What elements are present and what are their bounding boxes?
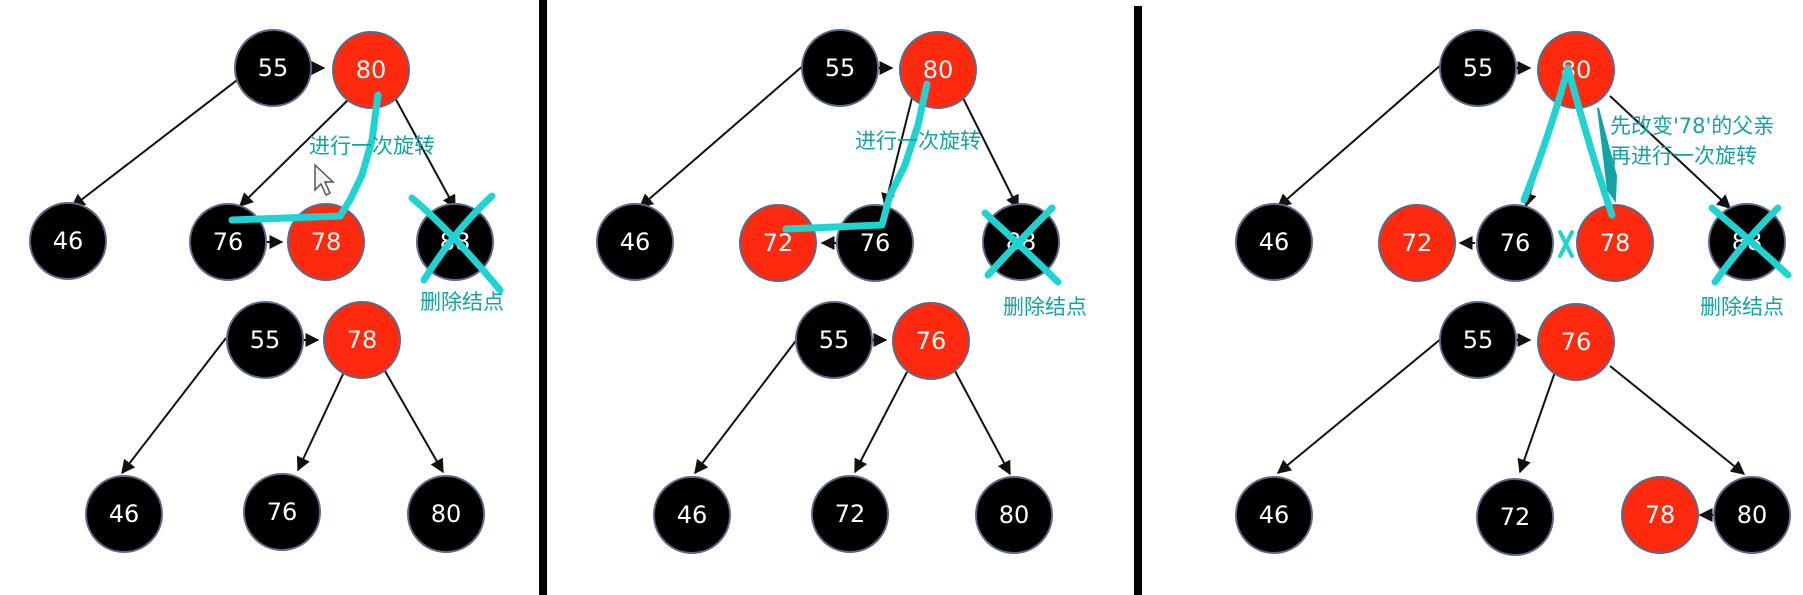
node: 80 (407, 475, 485, 553)
node: 55 (226, 301, 304, 379)
svg-text:80: 80 (923, 56, 954, 84)
rotation-note: 进行一次旋转 (855, 129, 981, 153)
node: 46 (29, 202, 107, 280)
node: 78 (1621, 476, 1699, 554)
svg-text:46: 46 (1259, 501, 1290, 529)
svg-text:80: 80 (1737, 501, 1768, 529)
node: 55 (234, 29, 312, 107)
node: 46 (653, 476, 731, 554)
panel-1: 55 80 46 76 78 88 进行一次旋转 删除结点 55 78 46 7… (29, 29, 504, 553)
node: 76 (1537, 303, 1615, 381)
node: 76 (243, 473, 321, 551)
svg-text:72: 72 (1500, 503, 1531, 531)
svg-text:78: 78 (347, 326, 378, 354)
rotation-note: 进行一次旋转 (309, 134, 435, 158)
node: 46 (1235, 476, 1313, 554)
svg-text:55: 55 (819, 326, 850, 354)
node: 80 (899, 31, 977, 109)
node: 76 (1476, 204, 1554, 282)
svg-text:80: 80 (999, 501, 1030, 529)
svg-text:72: 72 (1402, 229, 1433, 257)
node: 55 (1439, 29, 1517, 107)
svg-text:78: 78 (1600, 229, 1631, 257)
node: 55 (801, 29, 879, 107)
svg-text:78: 78 (1645, 501, 1676, 529)
delete-cross (1708, 204, 1792, 286)
node: 78 (287, 203, 365, 281)
node: 72 (739, 204, 817, 282)
svg-text:55: 55 (825, 54, 856, 82)
mouse-cursor-icon (314, 163, 335, 197)
svg-text:76: 76 (213, 228, 244, 256)
node: 72 (1378, 204, 1456, 282)
parent-change-note: 先改变'78'的父亲 (1610, 114, 1774, 138)
node: 80 (975, 476, 1053, 554)
svg-text:80: 80 (431, 500, 462, 528)
delete-note: 删除结点 (1700, 295, 1784, 319)
delete-note: 删除结点 (1003, 295, 1087, 319)
svg-text:55: 55 (258, 54, 289, 82)
node: 76 (189, 203, 267, 281)
svg-text:55: 55 (1463, 326, 1494, 354)
svg-text:80: 80 (356, 56, 387, 84)
rotation-note: 再进行一次旋转 (1610, 144, 1757, 168)
svg-text:76: 76 (916, 327, 947, 355)
node: 55 (795, 301, 873, 379)
svg-text:55: 55 (250, 326, 281, 354)
svg-text:46: 46 (1259, 228, 1290, 256)
svg-text:55: 55 (1463, 54, 1494, 82)
node: 72 (811, 475, 889, 553)
node: 76 (892, 302, 970, 380)
svg-text:76: 76 (1561, 328, 1592, 356)
svg-text:72: 72 (835, 500, 866, 528)
panel-divider (539, 0, 547, 595)
svg-text:72: 72 (763, 229, 794, 257)
svg-text:46: 46 (53, 227, 84, 255)
node: 78 (323, 301, 401, 379)
delete-note: 删除结点 (420, 290, 504, 314)
node: 76 (836, 204, 914, 282)
panel-3: 55 80 46 72 76 78 88 先改变'78'的父亲 再进行一次旋转 … (1235, 29, 1792, 556)
svg-text:46: 46 (109, 500, 140, 528)
svg-text:46: 46 (677, 501, 708, 529)
panel-2: 55 80 46 72 76 88 进行一次旋转 删除结点 55 76 46 7… (596, 29, 1087, 554)
edge-cut-mark (1558, 230, 1574, 258)
delete-cross (981, 204, 1062, 286)
node: 72 (1476, 478, 1554, 556)
svg-text:78: 78 (311, 228, 342, 256)
panel-divider (1134, 6, 1142, 595)
parent-change-arrow (1597, 107, 1618, 203)
node: 80 (332, 31, 410, 109)
svg-text:46: 46 (620, 228, 651, 256)
svg-text:76: 76 (860, 229, 891, 257)
node: 46 (85, 475, 163, 553)
node: 78 (1576, 204, 1654, 282)
rotation-scribble (1520, 64, 1616, 219)
delete-cross (408, 192, 504, 294)
node: 46 (1235, 203, 1313, 281)
node: 80 (1713, 476, 1791, 554)
node: 55 (1439, 301, 1517, 379)
rotation-scribble (228, 91, 382, 224)
node: 46 (596, 203, 674, 281)
svg-text:76: 76 (1500, 229, 1531, 257)
rotation-scribble (782, 80, 931, 233)
svg-text:76: 76 (267, 498, 298, 526)
